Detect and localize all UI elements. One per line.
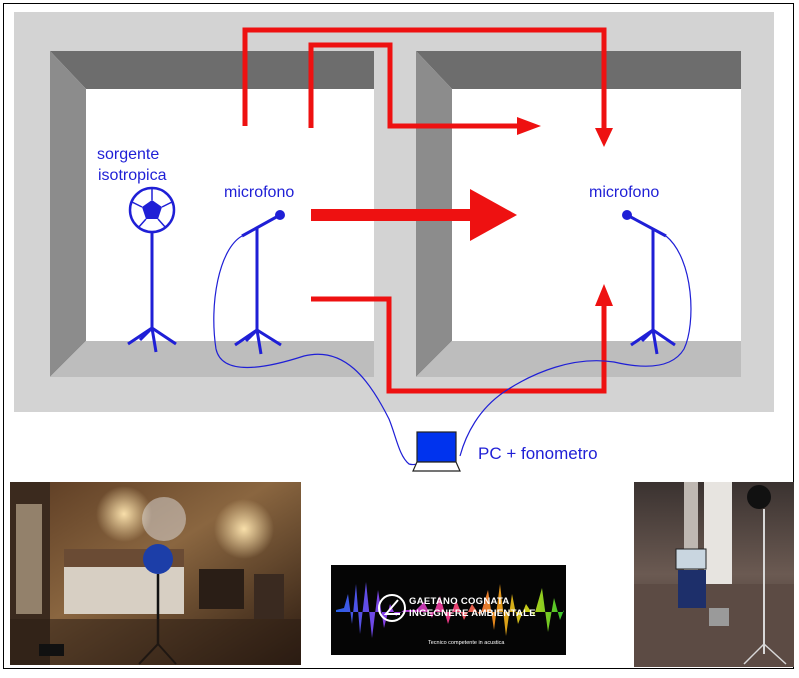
logo-mark-icon	[378, 594, 406, 622]
mic-right-label: microfono	[589, 184, 659, 201]
pc-label: PC + fonometro	[478, 444, 598, 463]
mic-left-label: microfono	[224, 184, 294, 201]
isotropic-source	[127, 186, 177, 353]
microphone-stand-left	[234, 210, 285, 355]
mic-cables	[213, 235, 692, 466]
diagram-frame: sorgente isotropica microfono microfono	[3, 3, 794, 669]
microphone-stand-icon	[622, 210, 667, 238]
sound-wave-graphic	[336, 582, 564, 638]
photo-receiving-room	[634, 482, 794, 667]
source-label-line2: isotropica	[98, 167, 167, 184]
room-receiving	[416, 51, 741, 377]
source-label-line1: sorgente	[97, 146, 159, 163]
microphone-stand-icon	[241, 210, 285, 238]
logo-title: INGEGNERE AMBIENTALE	[409, 608, 536, 619]
microphone-stand-right	[622, 210, 676, 355]
sound-insulation-diagram: sorgente isotropica microfono microfono	[10, 12, 794, 667]
direct-path-arrow	[311, 189, 517, 241]
logo-name: GAETANO COGNATA	[409, 596, 510, 607]
photo-bedroom-measurement	[10, 482, 301, 665]
logo-tagline: Tecnico competente in acustica	[428, 640, 505, 646]
laptop-icon	[412, 431, 461, 472]
company-logo: GAETANO COGNATA INGEGNERE AMBIENTALE Tec…	[331, 565, 566, 655]
